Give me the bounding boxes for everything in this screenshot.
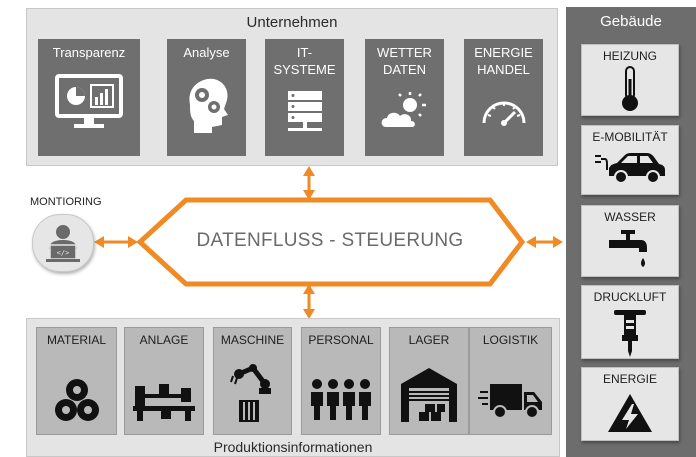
produktion-panel: MATERIAL ANLAGE MASCHINE bbox=[26, 318, 560, 457]
lathe-icon bbox=[133, 384, 195, 421]
monitor-chart-icon bbox=[55, 74, 123, 128]
tile-label-line2: DATEN bbox=[382, 62, 427, 77]
sun-cloud-icon bbox=[381, 92, 426, 127]
tile-label-line1: WETTER bbox=[377, 45, 432, 60]
datenfluss-hexagon bbox=[136, 197, 526, 287]
tile-energie[interactable]: ENERGIE bbox=[581, 367, 679, 441]
tile-anlage[interactable]: ANLAGE bbox=[124, 327, 204, 435]
truck-icon bbox=[477, 384, 542, 419]
server-icon bbox=[287, 91, 322, 131]
gauge-icon bbox=[482, 101, 525, 126]
tile-label: MATERIAL bbox=[46, 333, 107, 347]
gebaeude-title: Gebäude bbox=[600, 13, 662, 30]
warehouse-icon bbox=[401, 368, 457, 422]
tile-label-line2: SYSTEME bbox=[273, 62, 336, 77]
tile-it-systeme[interactable]: IT- SYSTEME bbox=[265, 39, 344, 156]
produktion-title: Produktionsinformationen bbox=[213, 439, 373, 455]
arrow-monitoring bbox=[94, 236, 138, 248]
water-tap-icon bbox=[609, 230, 647, 267]
tile-e-mobilitaet[interactable]: E-MOBILITÄT bbox=[581, 125, 679, 195]
monitoring-label: MONTIORING bbox=[30, 196, 102, 208]
tile-heizung[interactable]: HEIZUNG bbox=[581, 44, 679, 116]
tile-energie-handel[interactable]: ENERGIE HANDEL bbox=[464, 39, 543, 156]
dataflow-diagram bbox=[94, 166, 563, 319]
high-voltage-icon bbox=[608, 394, 652, 432]
pipes-icon bbox=[54, 379, 99, 421]
tile-label: PERSONAL bbox=[308, 333, 374, 347]
gebaeude-panel: Gebäude HEIZUNG E-MOBILITÄT WASSER bbox=[566, 7, 696, 457]
tile-label: DRUCKLUFT bbox=[593, 290, 667, 304]
tile-label: Transparenz bbox=[52, 45, 126, 60]
thermometer-icon bbox=[622, 66, 638, 111]
tile-personal[interactable]: PERSONAL bbox=[301, 327, 381, 435]
tile-druckluft[interactable]: DRUCKLUFT bbox=[581, 285, 679, 359]
unternehmen-panel: Unternehmen Transparenz Analyse IT- SYS bbox=[26, 8, 558, 166]
electric-car-icon bbox=[595, 153, 665, 184]
tile-label: MASCHINE bbox=[220, 333, 285, 347]
people-icon bbox=[311, 379, 371, 420]
tile-lager[interactable]: LAGER bbox=[389, 327, 469, 435]
tile-label: WASSER bbox=[604, 210, 656, 224]
arrow-unternehmen bbox=[303, 166, 315, 200]
tile-label: Analyse bbox=[183, 45, 230, 60]
svg-text:</>: </> bbox=[57, 249, 70, 257]
tile-label: ENERGIE bbox=[602, 372, 657, 386]
tile-transparenz[interactable]: Transparenz bbox=[38, 39, 140, 156]
laptop-user-icon: </> bbox=[46, 225, 80, 262]
tile-label: ANLAGE bbox=[139, 333, 189, 347]
tile-label: LAGER bbox=[408, 333, 450, 347]
tile-label: E-MOBILITÄT bbox=[592, 130, 668, 144]
tile-label-line1: IT- bbox=[296, 45, 313, 60]
tile-wasser[interactable]: WASSER bbox=[581, 205, 679, 277]
head-gears-icon bbox=[188, 78, 228, 133]
tile-label: HEIZUNG bbox=[603, 49, 657, 63]
arrow-produktion bbox=[303, 284, 315, 319]
tile-material[interactable]: MATERIAL bbox=[36, 327, 117, 435]
monitoring-button[interactable]: </> bbox=[32, 214, 94, 272]
robot-arm-icon bbox=[229, 364, 271, 422]
tile-logistik[interactable]: LOGISTIK bbox=[469, 327, 552, 435]
tile-label-line1: ENERGIE bbox=[474, 45, 533, 60]
tile-wetter-daten[interactable]: WETTER DATEN bbox=[365, 39, 444, 156]
tile-analyse[interactable]: Analyse bbox=[167, 39, 246, 156]
tile-maschine[interactable]: MASCHINE bbox=[213, 327, 292, 435]
tile-label: LOGISTIK bbox=[482, 333, 539, 347]
tile-label-line2: HANDEL bbox=[477, 62, 530, 77]
arrow-gebaeude bbox=[526, 236, 563, 248]
jackhammer-icon bbox=[614, 310, 646, 357]
unternehmen-title: Unternehmen bbox=[246, 14, 338, 31]
datenfluss-label: DATENFLUSS - STEUERUNG bbox=[196, 230, 464, 251]
